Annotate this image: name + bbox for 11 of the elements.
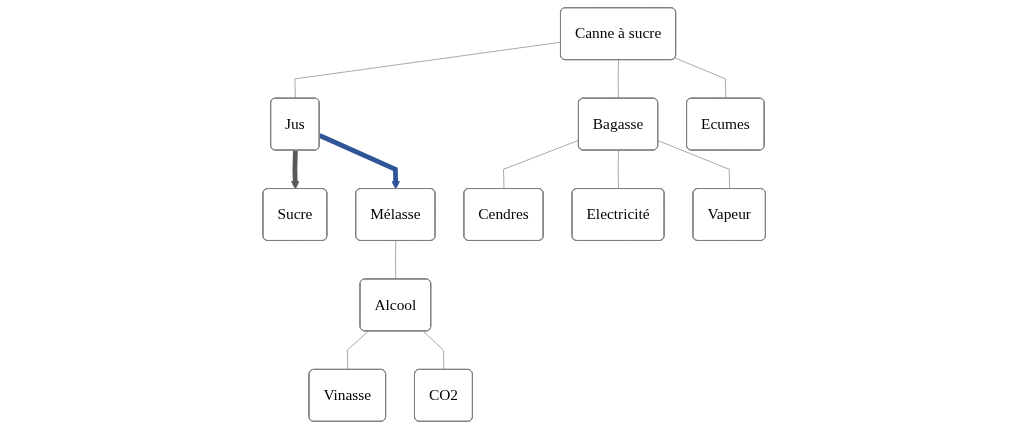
connector bbox=[617, 59, 620, 100]
connector bbox=[294, 41, 562, 100]
connector bbox=[347, 330, 370, 371]
connector bbox=[617, 150, 620, 190]
connector bbox=[658, 140, 731, 190]
connector bbox=[423, 330, 445, 371]
connector bbox=[395, 240, 397, 280]
connector bbox=[503, 139, 580, 190]
connector bbox=[675, 57, 727, 100]
arrow bbox=[319, 133, 401, 190]
arrow bbox=[291, 150, 300, 190]
